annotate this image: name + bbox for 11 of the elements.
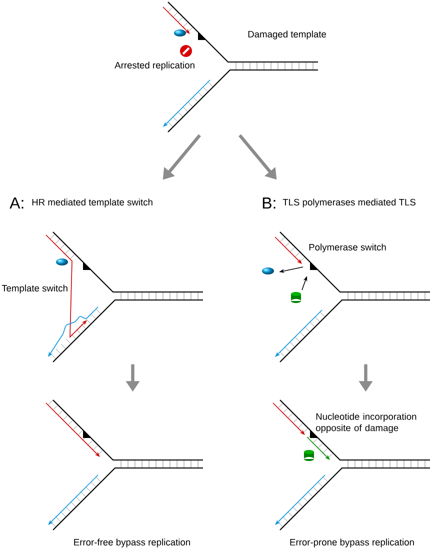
incorporation-label: Nucleotide incorporation opposite of damage (316, 413, 416, 434)
panel-heading: HR mediated template switch (32, 198, 152, 208)
panel-letter: B: (262, 198, 276, 208)
outcome-label: Error-prone bypass replication (290, 538, 414, 548)
switch-label: Template switch (2, 284, 68, 294)
outcome-label: Error-free bypass replication (74, 538, 190, 548)
panel-heading: TLS polymerases mediated TLS (282, 198, 416, 208)
arrest-label: Arrested replication (114, 62, 194, 70)
damage-label: Damaged template (248, 30, 326, 40)
switch-label: Polymerase switch (309, 244, 386, 252)
panel-letter: A: (10, 198, 24, 208)
